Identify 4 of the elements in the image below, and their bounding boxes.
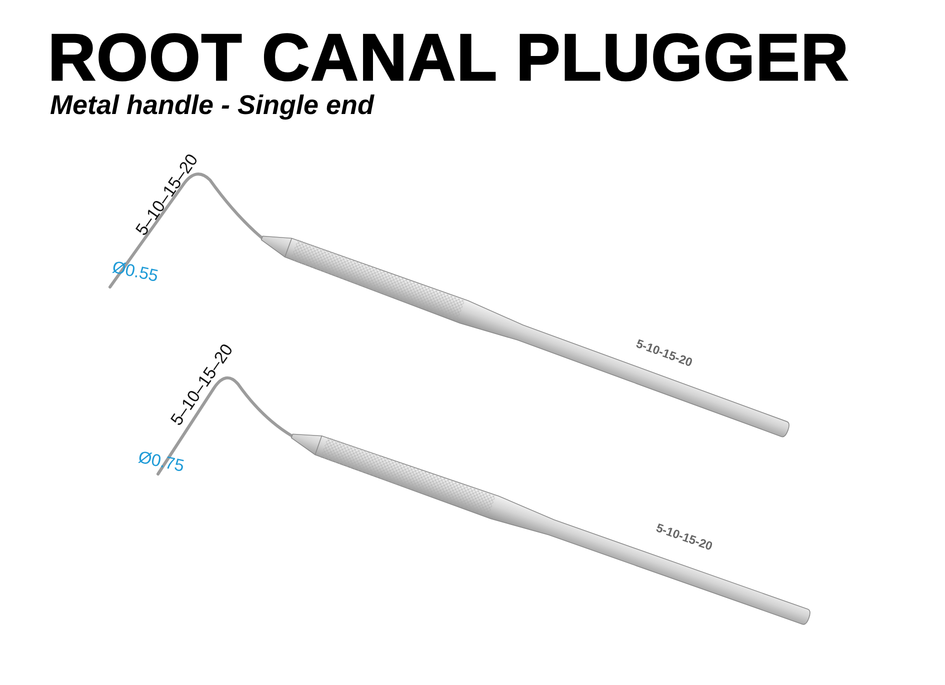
diameter-label: Ø0.75 — [136, 447, 186, 477]
diameter-label: Ø0.55 — [110, 257, 160, 287]
subtitle: Metal handle - Single end — [50, 90, 374, 121]
page-title: ROOT CANAL PLUGGER — [48, 22, 850, 92]
